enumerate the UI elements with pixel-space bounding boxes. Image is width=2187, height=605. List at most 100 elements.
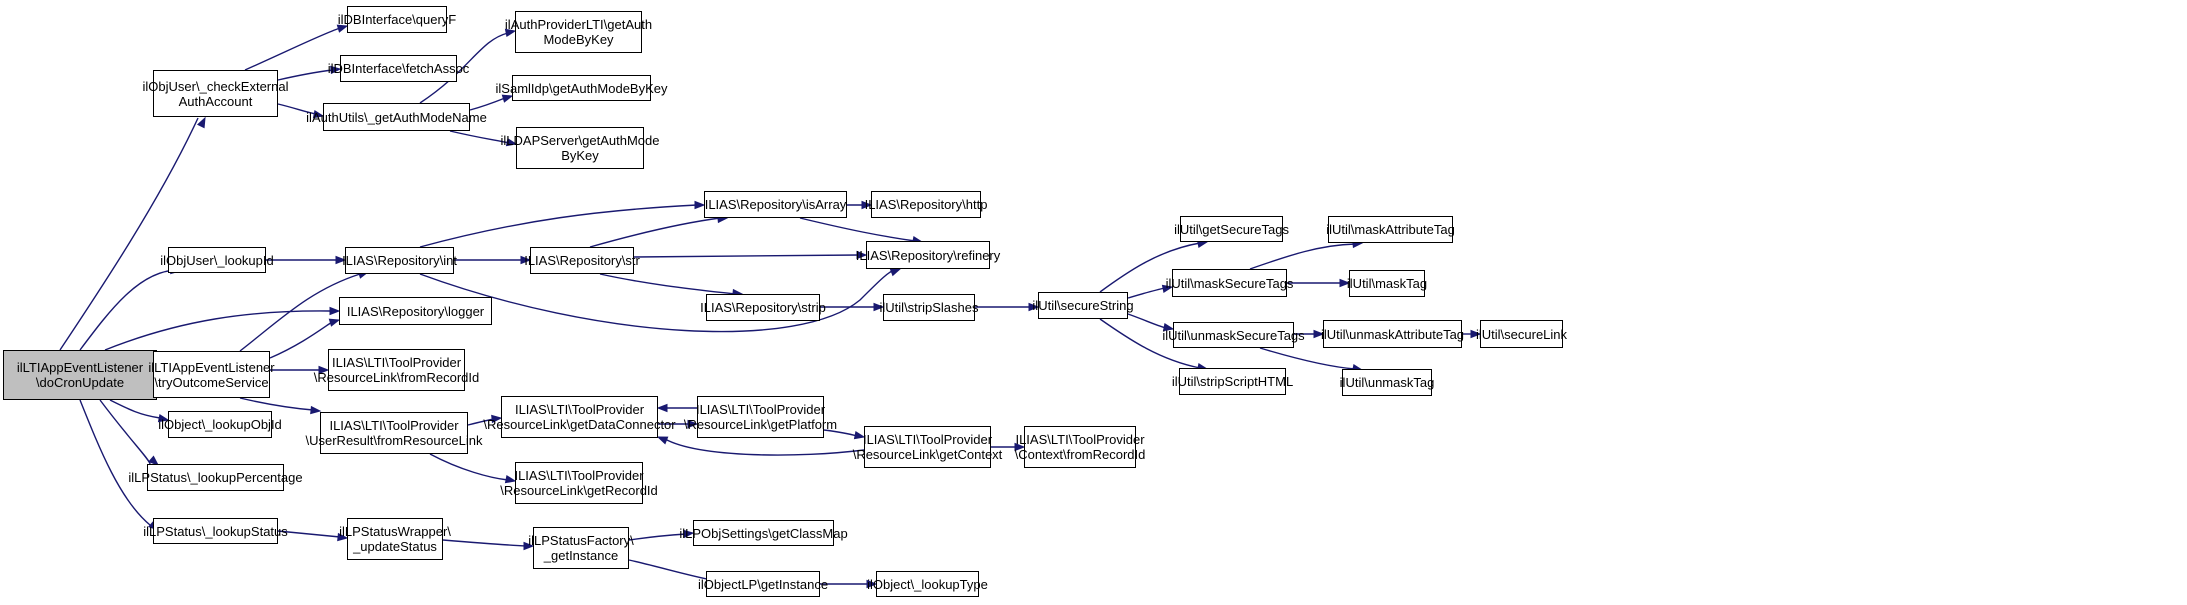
edge-root-lookupStatus: [79, 399, 151, 526]
arrowhead-mst-maskTag: [1339, 278, 1351, 288]
node-securelink[interactable]: ilUtil\secureLink: [1476, 320, 1567, 348]
node-context-fromrecordid[interactable]: ILIAS\LTI\ToolProvider \Context\fromReco…: [1015, 426, 1145, 468]
node-getsecuretags[interactable]: ilUtil\getSecureTags: [1174, 216, 1289, 242]
edge-checkExt-getAuthModeName: [277, 103, 317, 115]
node-root-docronupdate[interactable]: ilLTIAppEventListener \doCronUpdate: [3, 350, 157, 400]
arrowhead-uat-secureLink: [1470, 329, 1482, 339]
node-repository-isarray[interactable]: ILIAS\Repository\isArray: [704, 191, 847, 218]
node-objectlp-getinstance[interactable]: ilObjectLP\getInstance: [698, 571, 828, 597]
arrowhead-isArray-http: [861, 200, 873, 210]
edge-ss-getSecureTags: [1099, 242, 1201, 293]
node-resourcelink-getdataconnector[interactable]: ILIAS\LTI\ToolProvider \ResourceLink\get…: [483, 396, 676, 438]
edge-int-refinery: [419, 268, 898, 333]
node-stripscripthtml[interactable]: ilUtil\stripScriptHTML: [1172, 368, 1293, 395]
node-masktag[interactable]: ilUtil\maskTag: [1347, 270, 1427, 297]
node-lti-getauthmodebykey[interactable]: ilAuthProviderLTI\getAuth ModeByKey: [505, 11, 652, 53]
node-lpstatusfactory-getinstance[interactable]: ilLPStatusFactory\ _getInstance: [528, 527, 634, 569]
arrowhead-root-lookupObjId: [157, 413, 170, 423]
edge-root-logger: [104, 310, 331, 351]
arrowhead-us-getInstanceFactory: [523, 541, 535, 551]
edge-root-checkExt: [59, 117, 199, 351]
arrowhead-ls-updateStatus: [337, 532, 349, 542]
arrowhead-gam-saml: [501, 94, 514, 103]
arrowhead-platform-dataConnector: [656, 403, 668, 413]
node-lookuppercentage[interactable]: ilLPStatus\_lookupPercentage: [128, 464, 303, 491]
node-repository-strip[interactable]: ILIAS\Repository\strip: [700, 294, 826, 321]
arrowhead-strip-stripSlashes: [873, 302, 885, 312]
node-repository-refinery[interactable]: ILIAS\Repository\refinery: [856, 241, 1000, 269]
arrowhead-int-str: [520, 255, 532, 265]
node-userresult-fromresourcelink[interactable]: ILIAS\LTI\ToolProvider \UserResult\fromR…: [306, 412, 483, 454]
edge-root-lookupId: [79, 269, 179, 351]
arrowhead-int-isArray: [694, 200, 706, 210]
node-queryf[interactable]: ilDBInterface\queryF: [338, 6, 456, 33]
edge-ss-maskSecureTags: [1127, 287, 1166, 299]
node-fetchassoc[interactable]: ilDBInterface\fetchAssoc: [328, 55, 469, 82]
node-masksecuretags[interactable]: ilUtil\maskSecureTags: [1166, 269, 1293, 297]
edge-str-strip: [599, 273, 736, 295]
node-checkexternalauthaccount[interactable]: ilObjUser\_checkExternal AuthAccount: [143, 70, 288, 117]
arrowhead-lookupId-int: [335, 255, 347, 265]
arrowhead-context-ctxFromRecordId: [1014, 442, 1026, 452]
node-stripslashes[interactable]: ilUtil\stripSlashes: [880, 294, 979, 321]
edge-str-refinery: [633, 254, 860, 258]
node-securestring[interactable]: ilUtil\secureString: [1032, 292, 1134, 319]
node-repository-str[interactable]: ILIAS\Repository\str: [524, 247, 640, 274]
edge-us-getInstanceFactory: [442, 539, 527, 547]
node-lookuptype[interactable]: ilObject\_lookupType: [867, 571, 988, 597]
node-lookupobjid[interactable]: ilObject\_lookupObjId: [158, 411, 282, 438]
edge-str-isArray: [589, 217, 721, 248]
arrowhead-ur-rlGetDataConnector: [491, 414, 503, 424]
arrowhead-checkExt-getAuthModeName: [312, 109, 325, 119]
arrowhead-checkExt-queryF: [336, 24, 349, 33]
node-tryoutcomeservice[interactable]: ilLTIAppEventListener \tryOutcomeService: [148, 351, 275, 398]
edge-ust-unmaskTag: [1259, 347, 1356, 370]
arrowhead-olp-lookupType: [866, 579, 878, 589]
edge-root-lookupObjId: [109, 399, 161, 419]
node-repository-logger[interactable]: ILIAS\Repository\logger: [339, 297, 492, 325]
node-saml-getauthmodebykey[interactable]: ilSamlIdp\getAuthModeByKey: [496, 75, 668, 101]
arrowhead-ss-unmaskSecureTags: [1162, 322, 1175, 332]
arrowhead-gam-lti: [504, 28, 517, 38]
arrowhead-ss-maskSecureTags: [1161, 284, 1174, 294]
arrowhead-ust-unmaskAttributeTag: [1313, 329, 1325, 339]
edge-isArray-refinery: [799, 217, 916, 242]
edge-checkExt-queryF: [244, 27, 341, 71]
arrowhead-stripSlashes-secureString: [1028, 302, 1040, 312]
edge-gam-lti: [419, 32, 509, 104]
node-unmaskattributetag[interactable]: ilUtil\unmaskAttributeTag: [1321, 320, 1464, 348]
arrowhead-str-refinery: [856, 250, 868, 260]
edge-int-isArray: [419, 204, 698, 248]
arrowhead-platform-context: [853, 430, 866, 440]
node-repository-http[interactable]: ILIAS\Repository\http: [865, 191, 987, 218]
node-lookupstatus[interactable]: ilLPStatus\_lookupStatus: [143, 518, 288, 544]
edge-gif-objectLPGetInstance: [628, 559, 713, 581]
edge-root-lookupPct: [99, 399, 151, 465]
edge-try-urFromResourceLink: [239, 397, 314, 411]
node-resourcelink-fromrecordid[interactable]: ILIAS\LTI\ToolProvider \ResourceLink\fro…: [314, 349, 479, 391]
arrowhead-root-checkExt: [196, 116, 206, 129]
arrowhead-root-lookupPct: [148, 455, 160, 466]
node-lookupid[interactable]: ilObjUser\_lookupId: [160, 247, 274, 273]
node-resourcelink-getrecordid[interactable]: ILIAS\LTI\ToolProvider \ResourceLink\get…: [500, 462, 658, 504]
node-maskattributetag[interactable]: ilUtil\maskAttributeTag: [1326, 216, 1455, 243]
arrowhead-try-rlFromRecordId: [318, 365, 330, 375]
node-getclassmap[interactable]: ilLPObjSettings\getClassMap: [679, 520, 848, 546]
edge-gam-saml: [469, 97, 506, 111]
node-resourcelink-getcontext[interactable]: ILIAS\LTI\ToolProvider \ResourceLink\get…: [853, 426, 1002, 468]
node-getauthmodename[interactable]: ilAuthUtils\_getAuthModeName: [306, 103, 487, 131]
arrowhead-checkExt-fetchAssoc: [330, 65, 342, 75]
arrowhead-gam-ldap: [505, 137, 518, 147]
node-ldap-getauthmodebykey[interactable]: ilLDAPServer\getAuthMode ByKey: [501, 127, 660, 169]
node-updatestatus[interactable]: ilLPStatusWrapper\ _updateStatus: [339, 518, 451, 560]
edge-ur-rlGetRecordId: [429, 453, 509, 481]
edge-gam-ldap: [449, 130, 510, 144]
edge-ss-stripScriptHTML: [1099, 318, 1201, 369]
node-resourcelink-getplatform[interactable]: ILIAS\LTI\ToolProvider \ResourceLink\get…: [684, 396, 837, 438]
node-unmasksecuretags[interactable]: ilUtil\unmaskSecureTags: [1162, 322, 1305, 348]
edge-ls-updateStatus: [277, 530, 341, 538]
edge-ss-unmaskSecureTags: [1127, 313, 1167, 329]
node-unmasktag[interactable]: ilUtil\unmaskTag: [1340, 369, 1434, 396]
node-repository-int[interactable]: ILIAS\Repository\int: [342, 247, 457, 274]
